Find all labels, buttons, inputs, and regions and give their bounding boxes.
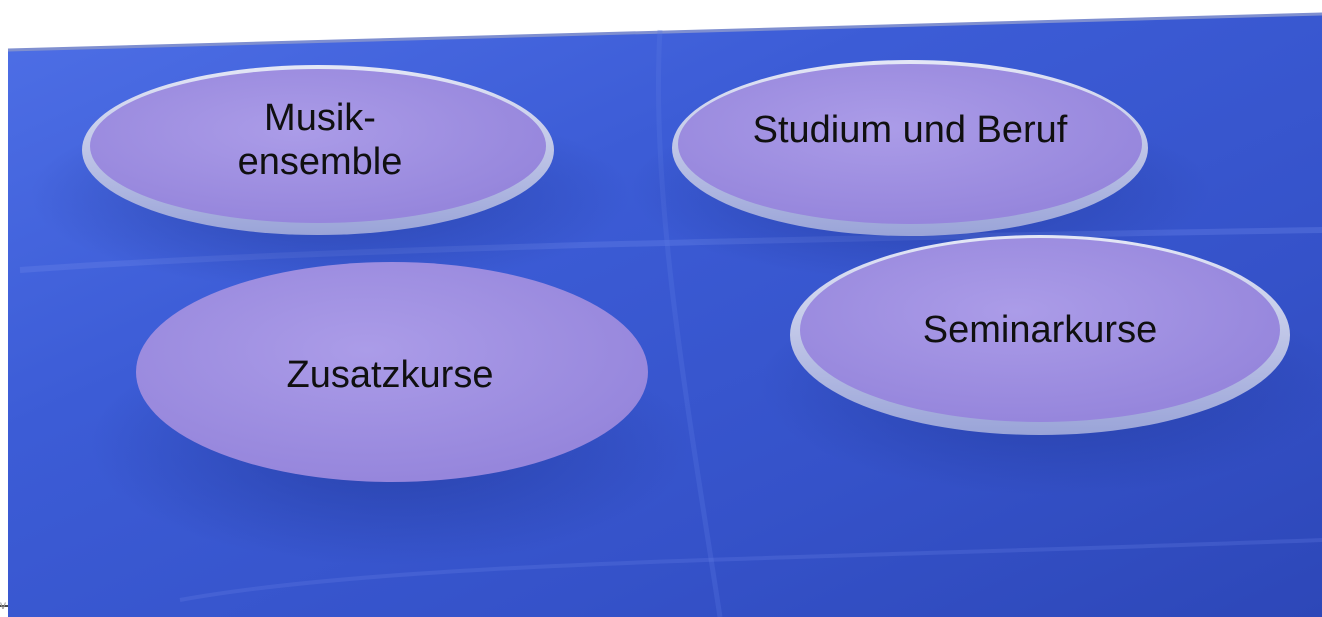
cloth-fold [655, 29, 723, 617]
plate-disc [136, 262, 648, 482]
left-edge-line [0, 605, 8, 607]
tablecloth-top-edge [7, 12, 1322, 52]
plate-label-seminarkurse: Seminarkurse [922, 309, 1158, 351]
plate-label-zusatzkurse: Zusatzkurse [286, 354, 494, 396]
plate-disc [800, 238, 1280, 422]
edge-text-fragment: v [0, 598, 6, 612]
plate-disc [90, 69, 546, 223]
plate-label-musikensemble: Musik- ensemble [237, 97, 403, 183]
plate-disc [678, 64, 1142, 224]
plate-label-studium-und-beruf: Studium und Beruf [752, 109, 1068, 151]
cloth-fold [179, 538, 1322, 602]
